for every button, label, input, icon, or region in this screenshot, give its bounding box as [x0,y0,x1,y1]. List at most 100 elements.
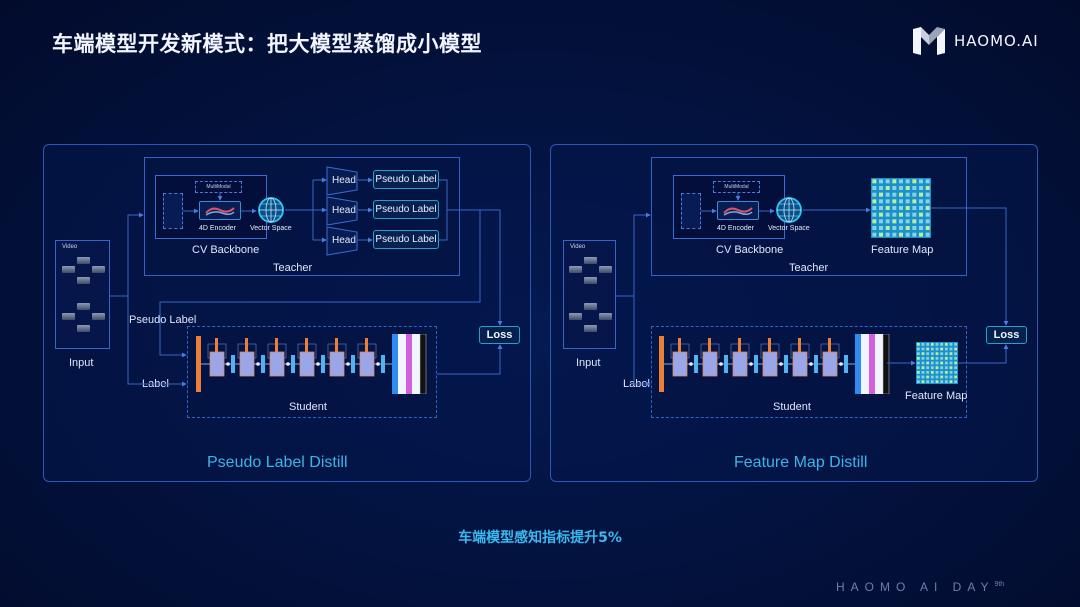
feature-map-cell [872,192,877,197]
video-thumb [569,313,582,320]
page-title: 车端模型开发新模式：把大模型蒸馏成小模型 [52,32,482,56]
residual-branch [275,338,278,352]
feature-map-cell [905,186,910,190]
feature-map-cell [935,352,939,356]
feature-map-cell [954,356,958,360]
conv-layer [732,351,748,377]
4d-encoder-box [717,201,759,220]
input-label: Input [576,357,601,369]
feature-map-cell [919,186,923,190]
feature-map-cell [905,226,910,230]
feature-map-cell [944,366,948,370]
feature-map-cell [885,212,890,217]
add-node [779,362,783,366]
feature-map-cell [919,192,923,197]
feature-map-cell [940,356,944,360]
feature-map-cell [925,179,930,184]
norm-layer [814,355,818,373]
feature-map-cell [949,352,953,356]
feature-map-cell [899,186,903,190]
feature-map-cell [940,352,944,356]
feature-map-cell [892,232,897,237]
feature-map-cell [899,206,903,210]
feature-map-cell [926,342,930,346]
feature-map-cell [940,375,944,379]
vector-space-globe-icon [258,197,284,223]
feature-map-cell [930,352,934,356]
video-thumb [584,277,597,284]
feature-map-cell [921,356,925,360]
cv-backbone-label: CV Backbone [192,244,260,256]
input-layer [659,336,664,392]
feature-map-cell [944,370,948,374]
feature-map-cell [925,192,930,197]
feature-map-cell [935,370,939,374]
add-node [749,362,753,366]
feature-map-cell [885,206,890,210]
head-shape-1 [326,166,358,196]
feature-map-cell [916,380,920,384]
4d-encoder-box [199,201,241,220]
head-label-3: Head [332,235,356,246]
add-node [839,362,843,366]
feature-map-cell [912,212,917,217]
add-node [286,362,290,366]
feature-map-cell [926,347,930,351]
feature-map-cell [885,226,890,230]
video-label: Video [570,244,586,250]
feature-map-cell [916,352,920,356]
feature-map-cell [940,370,944,374]
feature-map-cell [926,366,930,370]
feature-map-cell [899,219,903,224]
feature-map-cell [926,380,930,384]
add-node [256,362,260,366]
softmax-layer [882,334,890,394]
residual-branch [828,338,831,352]
student-network-graphic [659,334,890,394]
conv-layer [822,351,838,377]
vector-space-label: Vector Space [250,225,292,232]
feature-map-cell [879,212,883,217]
feature-map-cell [930,361,934,365]
norm-layer [321,355,325,373]
norm-layer [754,355,758,373]
feature-map-cell [916,347,920,351]
feature-map-cell [926,361,930,365]
encoder-graphic-icon [205,207,235,216]
feature-map-cell [892,186,897,190]
feature-map-cell [899,192,903,197]
input-layer [196,336,201,392]
student-label: Student [289,401,327,413]
feature-map-cell [944,380,948,384]
feature-map-cell [935,380,939,384]
feature-map-cell [916,342,920,346]
student-label: Student [773,401,811,413]
feature-map-cell [930,375,934,379]
student-network-graphic [196,334,427,394]
add-node [689,362,693,366]
video-thumb [77,257,90,264]
video-thumb [77,325,90,332]
feature-map-cell [921,366,925,370]
feature-map-cell [879,192,883,197]
video-thumb [599,313,612,320]
feature-map-cell [949,370,953,374]
footer-event-brand: HAOMO AI DAY9th [836,580,1004,594]
conv-layer [239,351,255,377]
cv-backbone-label: CV Backbone [716,244,784,256]
feature-map-cell [949,375,953,379]
feature-map-cell [935,342,939,346]
feature-map-cell [905,179,910,184]
add-node [809,362,813,366]
feature-map-cell [954,380,958,384]
fc-layer [855,334,861,394]
feature-map-cell [905,192,910,197]
pseudo-label-edge-label: Pseudo Label [129,314,197,326]
video-thumb [62,266,75,273]
feature-map-cell [954,352,958,356]
feature-map-cell [921,380,925,384]
feature-map-cell [940,347,944,351]
video-thumb [62,313,75,320]
input-video-box: Video [563,240,616,349]
feature-map-cell [916,370,920,374]
